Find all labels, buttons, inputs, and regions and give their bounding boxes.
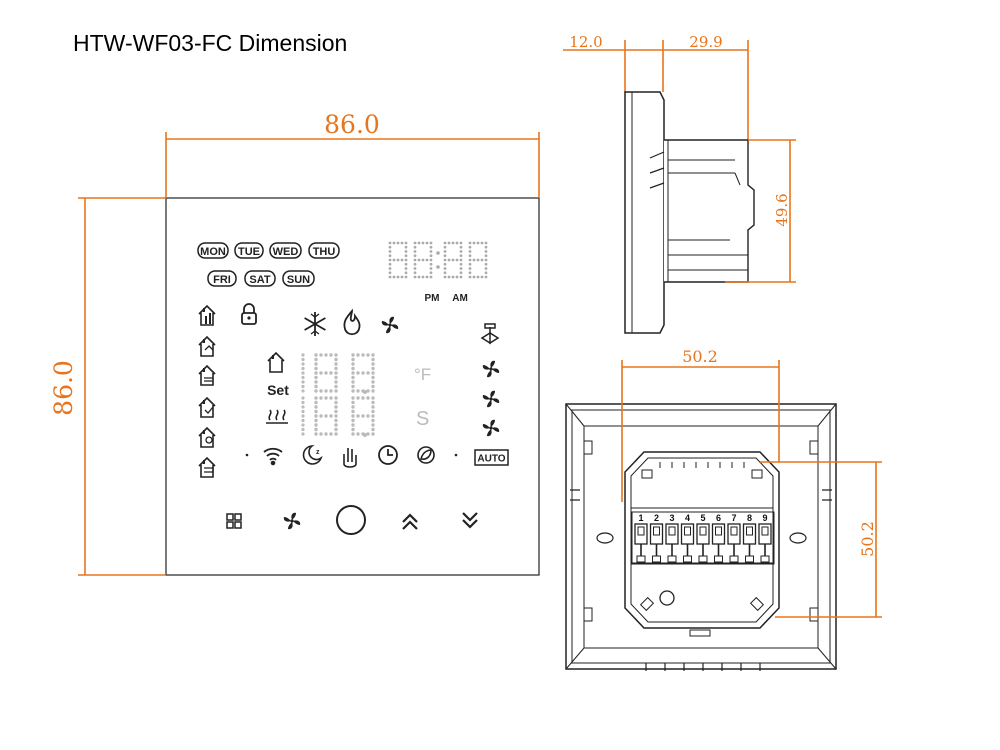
side-panel-thickness-label: 12.0 (569, 33, 602, 51)
terminal-4: 4 (680, 513, 695, 563)
rear-height-dimension (760, 461, 882, 618)
terminal-label: 5 (700, 513, 705, 523)
front-height-label: 86.0 (49, 360, 78, 416)
day-mon: MON (200, 246, 226, 258)
segment-digit (314, 353, 338, 393)
rear-height-label: 50.2 (858, 521, 877, 557)
hand-icon (343, 448, 357, 468)
terminal-label: 8 (747, 513, 752, 523)
day-sat: SAT (249, 274, 270, 286)
house-mode-icons (198, 305, 216, 478)
terminal-label: 3 (669, 513, 674, 523)
up-button[interactable] (402, 513, 418, 530)
front-width-label: 86.0 (324, 110, 380, 139)
temperature-display (301, 353, 375, 437)
screw-hole-left (596, 532, 614, 544)
day-thu: THU (313, 246, 336, 258)
screw-hole-right (789, 532, 807, 544)
sleep-icon: z (302, 445, 323, 465)
rear-hole (659, 590, 675, 606)
seconds-unit: S (416, 408, 429, 430)
segment-digit (413, 241, 433, 279)
terminal-label: 4 (685, 513, 690, 523)
day-sun: SUN (287, 274, 310, 286)
snowflake-icon (304, 312, 326, 336)
terminal-1: 1 (634, 513, 648, 563)
terminal-7: 7 (727, 513, 741, 563)
front-height-dimension (78, 197, 166, 576)
down-button[interactable] (462, 512, 478, 529)
side-view: 12.0 29.9 49.6 (563, 33, 796, 334)
auto-badge (474, 449, 509, 466)
heating-icon (266, 409, 288, 424)
menu-button[interactable] (226, 513, 242, 529)
terminal-2: 2 (649, 513, 664, 563)
wifi-icon (263, 447, 283, 466)
rear-width-label: 50.2 (682, 347, 718, 366)
clock-colon-top (436, 251, 440, 255)
set-label: Set (267, 382, 289, 398)
front-width-dimension (165, 132, 540, 198)
flame-icon (343, 308, 361, 336)
terminal-3: 3 (665, 513, 679, 563)
fahrenheit-unit: °F (414, 365, 431, 384)
segment-digit (388, 241, 408, 279)
eco-icon (417, 446, 435, 464)
svg-text:z: z (316, 449, 320, 456)
terminal-9: 9 (758, 513, 772, 563)
terminal-label: 1 (638, 513, 643, 523)
terminal-label: 9 (762, 513, 767, 523)
segment-digit (351, 396, 375, 436)
side-depth-dimensions (563, 40, 749, 140)
side-height-dimension (725, 139, 796, 283)
auto-label: AUTO (477, 454, 505, 465)
day-indicators: MON TUE WED THU FRI SAT SUN (197, 242, 340, 287)
temp-decimal-1 (363, 390, 367, 394)
side-body-height-label: 49.6 (773, 193, 791, 226)
lock-icon (241, 303, 257, 325)
clock-colon-bottom (436, 265, 440, 269)
side-panel-profile (624, 91, 665, 334)
power-button[interactable] (336, 505, 366, 535)
day-tue: TUE (238, 246, 260, 258)
clock-icon (378, 445, 398, 465)
side-body-profile (664, 139, 755, 283)
segment-digit (468, 241, 488, 279)
day-wed: WED (273, 246, 299, 258)
segment-digit-one (301, 396, 305, 436)
terminal-5: 5 (696, 513, 710, 563)
day-fri: FRI (213, 274, 231, 286)
side-body-depth-label: 29.9 (689, 33, 722, 51)
temp-decimal-2 (363, 433, 367, 437)
pm-indicator: PM (425, 293, 440, 304)
am-indicator: AM (452, 293, 468, 304)
page-title: HTW-WF03-FC Dimension (73, 30, 348, 56)
terminal-label: 2 (654, 513, 659, 523)
clock-display (388, 241, 488, 279)
terminal-6: 6 (711, 513, 726, 563)
segment-digit (351, 353, 375, 393)
terminal-housing (631, 511, 775, 565)
segment-digit (314, 396, 338, 436)
terminal-8: 8 (742, 513, 757, 563)
rear-width-dimension (621, 360, 780, 502)
valve-icon (480, 323, 500, 345)
front-view: 86.0 86.0 MON TUE WED THU FRI SAT SUN (49, 110, 540, 576)
segment-digit (443, 241, 463, 279)
terminal-label: 6 (716, 513, 721, 523)
terminal-label: 7 (731, 513, 736, 523)
segment-digit-one (301, 353, 305, 393)
